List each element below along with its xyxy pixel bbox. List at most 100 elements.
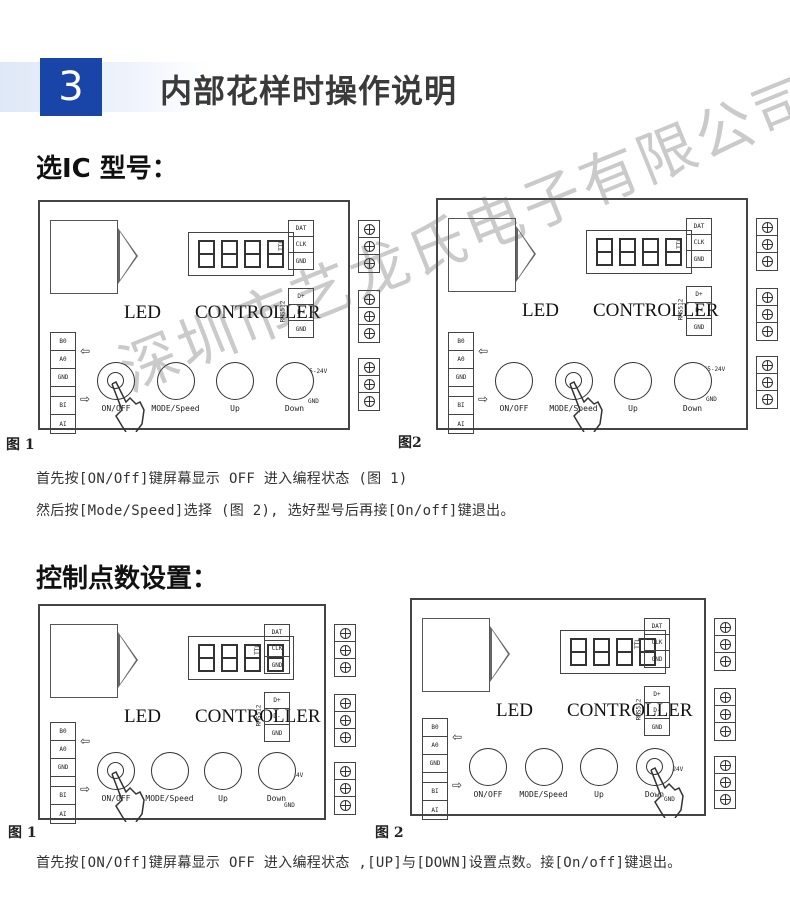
signal-row-label: A0 bbox=[423, 737, 447, 755]
panel-button-onoff[interactable] bbox=[97, 752, 135, 790]
terminal-screw bbox=[335, 642, 355, 659]
button-label: MODE/Speed bbox=[151, 404, 200, 413]
page-title: 内部花样时操作说明 bbox=[160, 72, 458, 110]
button-label: MODE/Speed bbox=[145, 794, 194, 803]
signal-row-label: B0 bbox=[51, 723, 75, 741]
rms512-label: RMS512 bbox=[255, 704, 263, 727]
terminal-screw bbox=[715, 619, 735, 636]
button-label: Up bbox=[594, 790, 604, 799]
screw-icon bbox=[339, 800, 351, 811]
panel-button-down[interactable] bbox=[635, 748, 674, 786]
screw-icon bbox=[761, 359, 773, 371]
panel-button-modespeed[interactable] bbox=[524, 748, 563, 786]
signal-row-label: B0 bbox=[51, 333, 75, 351]
panel-button-up[interactable] bbox=[216, 362, 254, 400]
input-arrow-icon: ⇦ bbox=[478, 344, 489, 358]
panel-button-onoff[interactable] bbox=[495, 362, 533, 400]
voltage-label: DC5-24V bbox=[302, 368, 328, 375]
screw-icon bbox=[363, 223, 375, 235]
signal-row-label: GND bbox=[51, 369, 75, 387]
panel-button-up[interactable] bbox=[614, 362, 652, 400]
screw-icon bbox=[719, 691, 731, 703]
led-label: LED bbox=[124, 706, 161, 727]
screw-icon bbox=[719, 638, 731, 650]
terminal-strip bbox=[334, 624, 356, 677]
panel-button-down[interactable] bbox=[275, 362, 314, 400]
screw-icon bbox=[339, 697, 351, 709]
signal-row-label: AI bbox=[457, 420, 465, 428]
seven-segment-display bbox=[560, 630, 666, 674]
display-digit bbox=[570, 638, 587, 666]
button-label: Up bbox=[628, 404, 638, 413]
ttl-label: TTL bbox=[633, 638, 641, 649]
gnd-label: GND bbox=[284, 802, 295, 809]
button-label: ON/OFF bbox=[101, 404, 131, 413]
signal-row-label: GND bbox=[449, 369, 473, 387]
terminal-screw bbox=[715, 723, 735, 740]
button-label: ON/OFF bbox=[101, 794, 131, 803]
panel-button-modespeed[interactable] bbox=[156, 362, 195, 400]
screw-icon bbox=[719, 656, 731, 667]
terminal-screw bbox=[359, 221, 379, 238]
seven-segment-display bbox=[586, 230, 692, 274]
rms512-label: RMS512 bbox=[677, 298, 685, 321]
pointing-hand-icon bbox=[568, 380, 603, 432]
controller-label: CONTROLLER bbox=[194, 302, 321, 323]
display-digit bbox=[619, 238, 636, 266]
screw-icon bbox=[339, 714, 351, 726]
panel-button-onoff[interactable] bbox=[469, 748, 507, 786]
terminal-screw bbox=[335, 729, 355, 746]
ttl-row-label: DAT bbox=[687, 219, 711, 235]
button-label: ON/OFF bbox=[499, 404, 529, 413]
terminal-strip bbox=[714, 688, 736, 741]
cartridge-outline bbox=[448, 218, 516, 292]
terminal-screw bbox=[757, 236, 777, 253]
section-title-points: 控制点数设置： bbox=[36, 564, 219, 594]
screw-icon bbox=[339, 732, 351, 743]
panel-button-up[interactable] bbox=[204, 752, 242, 790]
panel-button-up[interactable] bbox=[580, 748, 618, 786]
screw-icon bbox=[761, 238, 773, 250]
panel-button-modespeed[interactable] bbox=[554, 362, 593, 400]
block-gap bbox=[449, 387, 473, 397]
display-digit bbox=[596, 238, 613, 266]
screw-icon bbox=[719, 759, 731, 771]
ttl-row-label: GND bbox=[271, 661, 283, 669]
instruction-line: 首先按[ON/Off]键屏幕显示 OFF 进入编程状态 ,[UP]与[DOWN]… bbox=[36, 855, 682, 871]
display-digit bbox=[665, 238, 682, 266]
screw-icon bbox=[761, 376, 773, 388]
terminal-strip bbox=[714, 756, 736, 809]
signal-row-label: A0 bbox=[51, 351, 75, 369]
display-digit bbox=[593, 638, 610, 666]
panel-button-modespeed[interactable] bbox=[150, 752, 189, 790]
gnd-label: GND bbox=[664, 796, 675, 803]
input-arrow-icon: ⇨ bbox=[80, 392, 91, 406]
arrow-triangle-icon bbox=[490, 626, 510, 682]
screw-icon bbox=[719, 794, 731, 805]
terminal-screw bbox=[715, 757, 735, 774]
rms512-label: RMS512 bbox=[635, 698, 643, 721]
screw-icon bbox=[363, 240, 375, 252]
panel-button-down[interactable] bbox=[673, 362, 712, 400]
button-label: MODE/Speed bbox=[519, 790, 568, 799]
terminal-screw bbox=[715, 636, 735, 653]
terminal-strip bbox=[358, 220, 380, 273]
ttl-row-label: DAT bbox=[265, 625, 289, 641]
section-number-badge: 3 bbox=[40, 58, 102, 116]
input-arrow-icon: ⇦ bbox=[452, 730, 463, 744]
rms-row-label: D+ bbox=[687, 287, 711, 303]
instruction-line: 然后按[Mode/Speed]选择 (图 2), 选好型号后再接[On/off]… bbox=[36, 503, 515, 519]
figure-label: 图 1 bbox=[8, 825, 37, 841]
ttl-label: TTL bbox=[675, 238, 683, 249]
screw-icon bbox=[339, 782, 351, 794]
block-gap bbox=[423, 773, 447, 783]
display-digit bbox=[244, 644, 261, 672]
panel-button-down[interactable] bbox=[257, 752, 296, 790]
signal-row-label: B0 bbox=[423, 719, 447, 737]
rms-row-label: D- bbox=[645, 703, 669, 719]
screw-icon bbox=[339, 765, 351, 777]
terminal-screw bbox=[359, 238, 379, 255]
